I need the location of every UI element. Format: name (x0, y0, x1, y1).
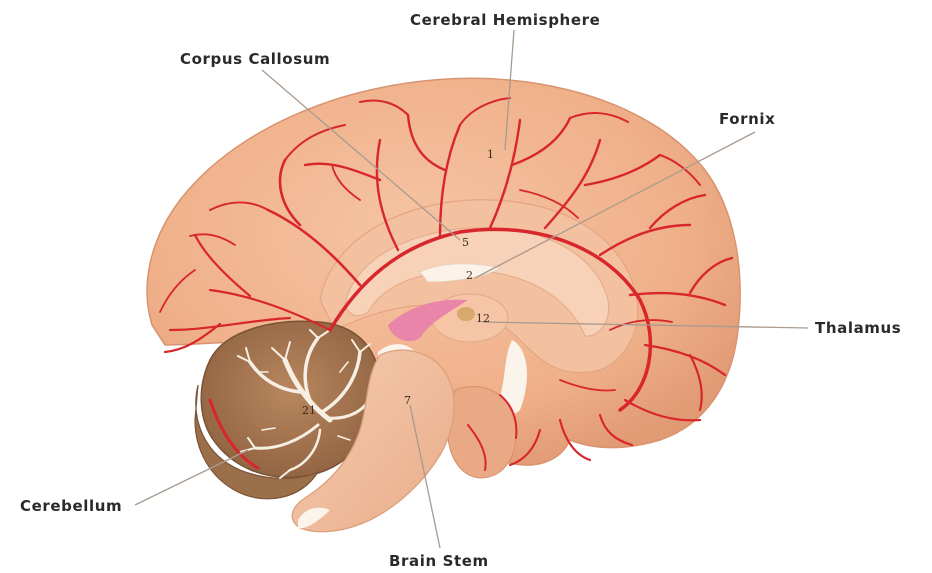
label-corpus-callosum: Corpus Callosum (180, 50, 330, 68)
label-cerebral-hemisphere: Cerebral Hemisphere (410, 11, 600, 29)
marker-cerebellum: 21 (302, 404, 316, 417)
marker-thalamus: 12 (476, 312, 490, 325)
thalamus-nucleus (457, 307, 475, 321)
label-fornix: Fornix (719, 110, 775, 128)
marker-cerebral-hemisphere: 1 (487, 148, 494, 161)
marker-fornix: 2 (466, 269, 473, 282)
marker-corpus-callosum: 5 (462, 236, 469, 249)
label-cerebellum: Cerebellum (20, 497, 122, 515)
label-thalamus: Thalamus (815, 319, 901, 337)
marker-brain-stem: 7 (404, 394, 411, 407)
label-brain-stem: Brain Stem (389, 552, 489, 570)
